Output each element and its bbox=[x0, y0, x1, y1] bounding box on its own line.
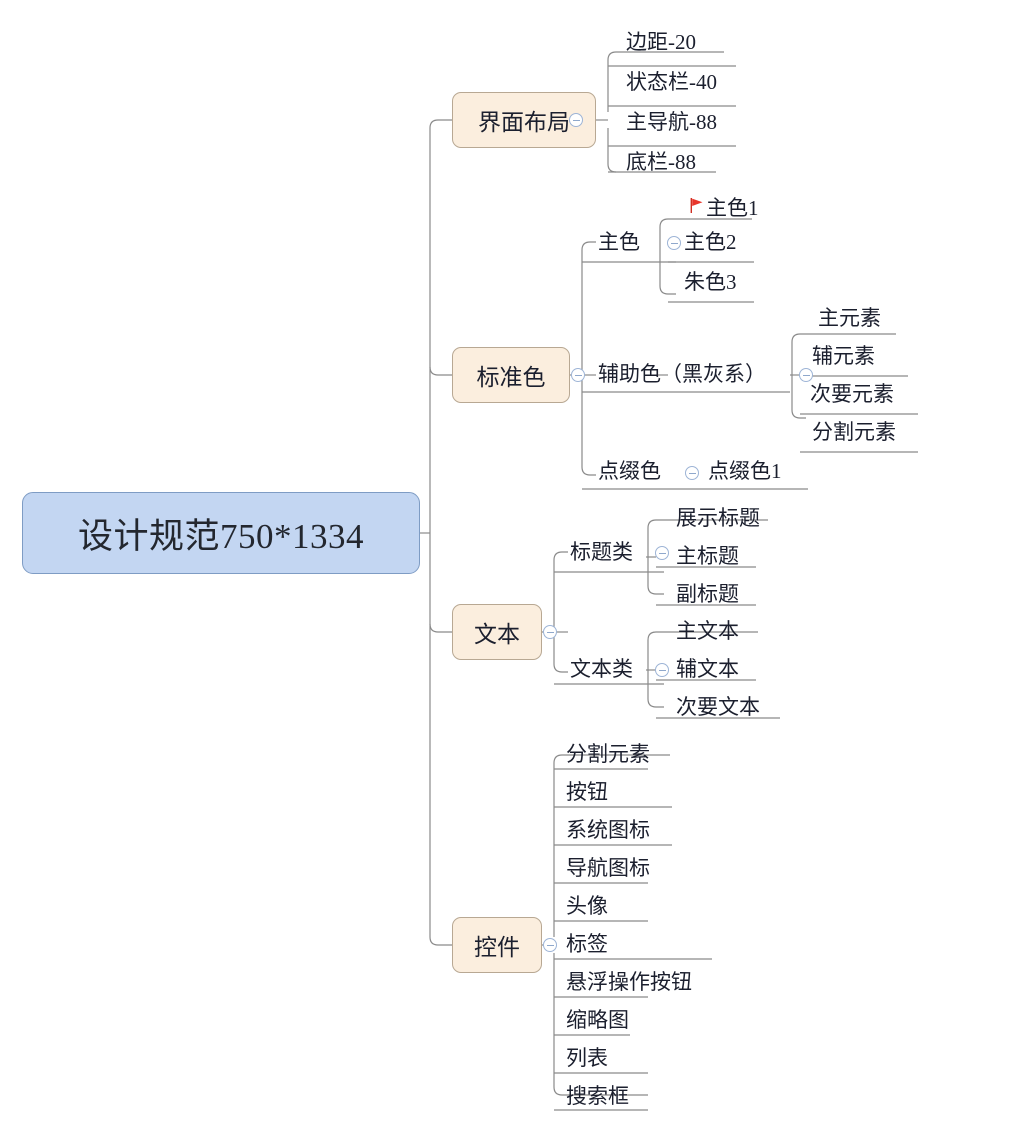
branch-node-text[interactable]: 文本 bbox=[452, 604, 542, 660]
node-auxiliary-color[interactable]: 辅助色（黑灰系） bbox=[598, 362, 766, 386]
leaf-sub-heading[interactable]: 副标题 bbox=[676, 582, 739, 606]
leaf-button[interactable]: 按钮 bbox=[566, 780, 608, 804]
leaf-nav-icon[interactable]: 导航图标 bbox=[566, 856, 650, 880]
leaf-main-text[interactable]: 主文本 bbox=[676, 619, 739, 643]
leaf-bottom-bar[interactable]: 底栏-88 bbox=[626, 150, 696, 174]
collapse-toggle-standard-colors[interactable] bbox=[571, 368, 585, 382]
leaf-vermilion-3[interactable]: 朱色3 bbox=[684, 270, 737, 294]
leaf-primary-color-2[interactable]: 主色2 bbox=[684, 230, 737, 254]
node-heading-group[interactable]: 标题类 bbox=[570, 540, 633, 564]
leaf-floating-action-button[interactable]: 悬浮操作按钮 bbox=[566, 970, 692, 994]
leaf-main-element[interactable]: 主元素 bbox=[818, 306, 881, 330]
branch-label: 文本 bbox=[474, 622, 520, 647]
red-flag-icon bbox=[690, 198, 703, 213]
leaf-primary-color-1[interactable]: 主色1 bbox=[706, 196, 759, 220]
leaf-margin[interactable]: 边距-20 bbox=[626, 30, 696, 54]
node-primary-color[interactable]: 主色 bbox=[598, 230, 640, 254]
leaf-status-bar[interactable]: 状态栏-40 bbox=[626, 70, 717, 94]
node-accent-color[interactable]: 点缀色 bbox=[598, 459, 661, 483]
collapse-toggle-body-group[interactable] bbox=[655, 663, 669, 677]
leaf-aux-element[interactable]: 辅元素 bbox=[812, 344, 875, 368]
leaf-divider-element[interactable]: 分割元素 bbox=[812, 420, 896, 444]
root-label: 设计规范750*1334 bbox=[77, 516, 364, 556]
leaf-list[interactable]: 列表 bbox=[566, 1046, 608, 1070]
leaf-divider-element-control[interactable]: 分割元素 bbox=[566, 742, 650, 766]
leaf-thumbnail[interactable]: 缩略图 bbox=[566, 1008, 629, 1032]
leaf-secondary-text[interactable]: 次要文本 bbox=[676, 695, 760, 719]
branch-node-standard-colors[interactable]: 标准色 bbox=[452, 347, 570, 403]
leaf-main-heading[interactable]: 主标题 bbox=[676, 544, 739, 568]
leaf-main-nav[interactable]: 主导航-88 bbox=[626, 110, 717, 134]
leaf-avatar[interactable]: 头像 bbox=[566, 894, 608, 918]
collapse-toggle-heading-group[interactable] bbox=[655, 546, 669, 560]
root-node[interactable]: 设计规范750*1334 bbox=[22, 492, 420, 574]
leaf-tag[interactable]: 标签 bbox=[566, 932, 608, 956]
leaf-search-box[interactable]: 搜索框 bbox=[566, 1084, 629, 1108]
collapse-toggle-controls[interactable] bbox=[543, 938, 557, 952]
branch-label: 界面布局 bbox=[478, 110, 570, 135]
collapse-toggle-text[interactable] bbox=[543, 625, 557, 639]
leaf-display-heading[interactable]: 展示标题 bbox=[676, 506, 760, 530]
collapse-toggle-interface-layout[interactable] bbox=[569, 113, 583, 127]
node-body-group[interactable]: 文本类 bbox=[570, 657, 633, 681]
leaf-accent-color-1[interactable]: 点缀色1 bbox=[708, 459, 782, 483]
branch-node-controls[interactable]: 控件 bbox=[452, 917, 542, 973]
branch-label: 控件 bbox=[474, 935, 520, 960]
collapse-toggle-auxiliary-color[interactable] bbox=[799, 368, 813, 382]
leaf-system-icon[interactable]: 系统图标 bbox=[566, 818, 650, 842]
collapse-toggle-accent-color[interactable] bbox=[685, 466, 699, 480]
leaf-secondary-element[interactable]: 次要元素 bbox=[810, 382, 894, 406]
branch-label: 标准色 bbox=[476, 365, 546, 390]
leaf-aux-text[interactable]: 辅文本 bbox=[676, 657, 739, 681]
collapse-toggle-primary-color[interactable] bbox=[667, 236, 681, 250]
